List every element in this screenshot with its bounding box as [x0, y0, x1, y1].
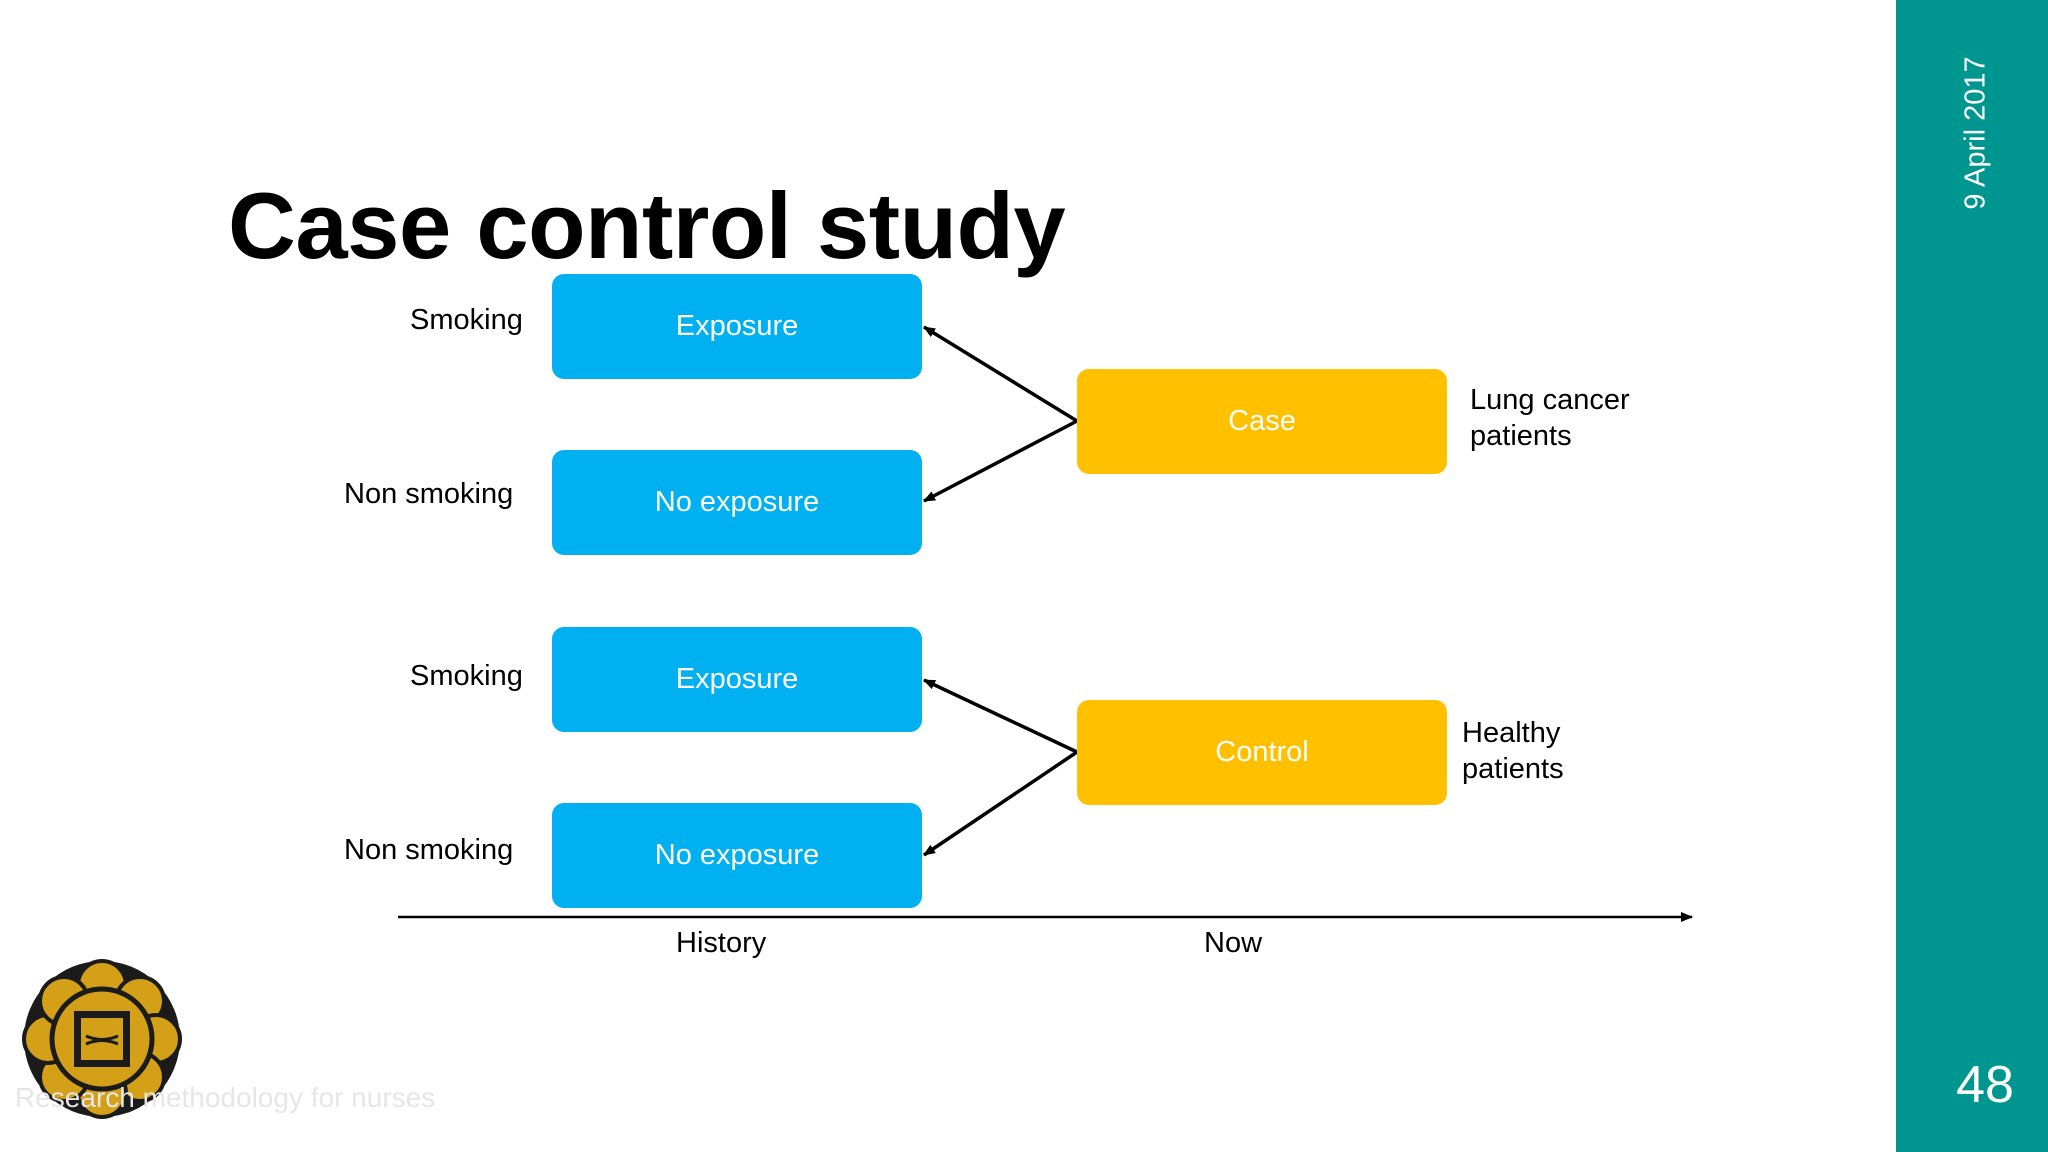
exposure-box-top: Exposure — [552, 274, 922, 379]
arrow-case-to-exposure — [923, 325, 1078, 423]
arrow-case-to-no-exposure — [923, 419, 1078, 503]
case-description-line1: Lung cancer — [1470, 384, 1630, 416]
case-description: Lung cancer patients — [1470, 382, 1680, 454]
footer-text: Research methodology for nurses — [15, 1082, 436, 1113]
control-description-line2: patients — [1462, 753, 1564, 785]
arrow-control-to-no-exposure — [923, 750, 1078, 857]
slide-title: Case control study — [228, 173, 1066, 278]
page-number: 48 — [1956, 1056, 2014, 1114]
smoking-label-top: Smoking — [410, 304, 523, 336]
case-box: Case — [1077, 369, 1447, 474]
university-emblem-icon — [22, 959, 182, 1119]
exposure-box-bottom: Exposure — [552, 627, 922, 732]
non-smoking-label-top: Non smoking — [344, 478, 514, 510]
case-description-line2: patients — [1470, 420, 1572, 452]
control-description: Healthy patients — [1462, 715, 1672, 787]
smoking-label-bottom: Smoking — [410, 660, 523, 692]
arrow-control-to-exposure — [923, 678, 1078, 754]
no-exposure-box-top: No exposure — [552, 450, 922, 555]
control-box: Control — [1077, 700, 1447, 805]
sidebar — [1896, 0, 2048, 1152]
non-smoking-label-bottom: Non smoking — [344, 834, 514, 866]
control-description-line1: Healthy — [1462, 717, 1561, 749]
timeline-now-label: Now — [1204, 927, 1263, 959]
no-exposure-box-bottom: No exposure — [552, 803, 922, 908]
timeline-history-label: History — [676, 927, 767, 959]
